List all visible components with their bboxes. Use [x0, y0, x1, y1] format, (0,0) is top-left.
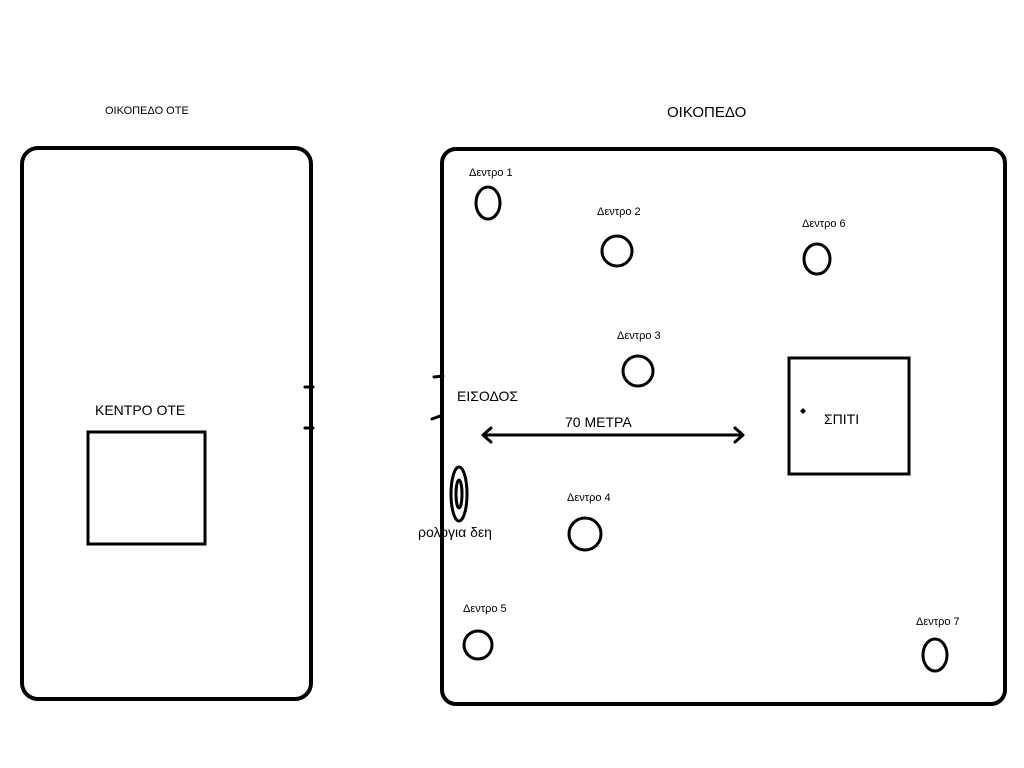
main-plot-title: ΟΙΚΟΠΕΔΟ	[667, 104, 747, 121]
ote-center-label: ΚΕΝΤΡΟ ΟΤΕ	[95, 402, 186, 418]
tree-5-marker	[462, 629, 494, 661]
main-plot-boundary	[440, 147, 1007, 706]
tree-2-label: Δεντρο 2	[597, 206, 641, 218]
tree-7-label: Δεντρο 7	[916, 616, 960, 628]
distance-label: 70 ΜΕΤΡΑ	[565, 414, 632, 430]
tree-4-label: Δεντρο 4	[567, 492, 611, 504]
house-label: ΣΠΙΤΙ	[824, 411, 860, 427]
tree-3-marker	[621, 354, 655, 388]
tree-6-label: Δεντρο 6	[802, 218, 846, 230]
electricity-meter-symbol	[449, 465, 469, 523]
tree-2-marker	[600, 234, 634, 268]
electricity-meter-label: ρολογια δεη	[418, 524, 492, 540]
tree-7-marker	[921, 637, 949, 673]
entrance-tick-upper	[432, 374, 445, 379]
distance-arrow	[481, 426, 745, 444]
ote-plot-boundary	[20, 146, 313, 701]
tree-1-marker	[474, 185, 502, 221]
house-building	[787, 356, 911, 476]
tree-1-label: Δεντρο 1	[469, 167, 513, 179]
entrance-label: ΕΙΣΟΔΟΣ	[457, 388, 519, 404]
entrance-tick-lower	[430, 414, 442, 421]
tree-3-label: Δεντρο 3	[617, 330, 661, 342]
ote-plot-title: ΟΙΚΟΠΕΔΟ ΟΤΕ	[105, 105, 189, 117]
tree-5-label: Δεντρο 5	[463, 603, 507, 615]
house-dot	[800, 408, 806, 414]
tree-6-marker	[802, 242, 832, 276]
tree-4-marker	[567, 516, 603, 552]
ote-center-building	[86, 430, 207, 546]
